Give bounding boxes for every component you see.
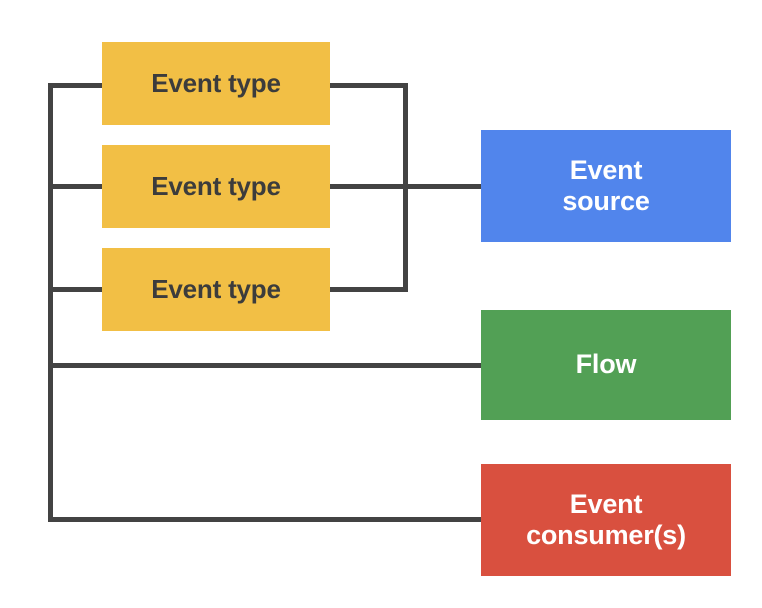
node-event-type-1-label: Event type <box>151 68 281 99</box>
node-flow[interactable]: Flow <box>481 310 731 420</box>
node-event-consumers[interactable]: Event consumer(s) <box>481 464 731 576</box>
node-event-consumers-label: Event consumer(s) <box>526 488 686 550</box>
node-event-type-3-label: Event type <box>151 274 281 305</box>
node-event-type-2[interactable]: Event type <box>102 145 330 228</box>
node-event-source-label: Event source <box>562 154 650 216</box>
node-event-type-3[interactable]: Event type <box>102 248 330 331</box>
node-flow-label: Flow <box>575 349 637 380</box>
node-event-source[interactable]: Event source <box>481 130 731 242</box>
node-event-type-2-label: Event type <box>151 171 281 202</box>
node-event-type-1[interactable]: Event type <box>102 42 330 125</box>
